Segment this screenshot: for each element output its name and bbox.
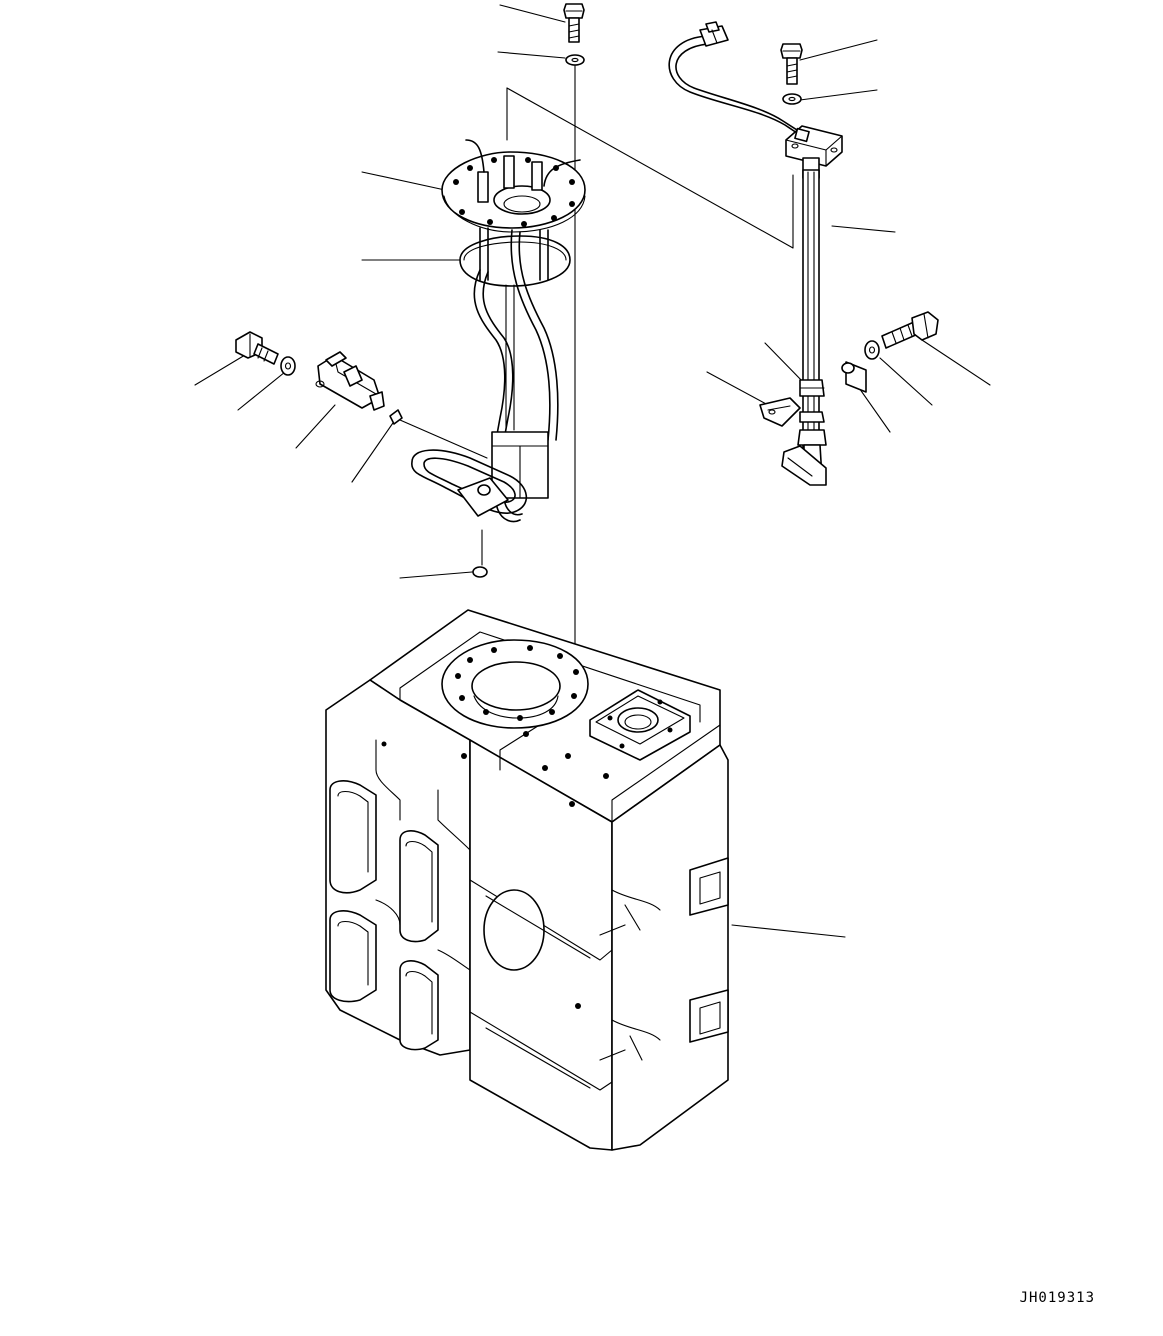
leader-lines <box>194 4 991 938</box>
sender-bolt <box>780 43 803 85</box>
o-ring <box>472 566 488 578</box>
side-bracket <box>841 361 867 393</box>
fuel-level-sender <box>781 125 843 486</box>
left-bolt <box>235 331 279 365</box>
sender-washer <box>782 93 802 105</box>
leader-line <box>799 39 878 61</box>
wire-harness <box>668 21 801 136</box>
leader-line <box>351 419 396 483</box>
top-bolt <box>563 3 585 43</box>
leader-line <box>879 357 933 406</box>
pump-flange <box>441 139 586 233</box>
leader-line <box>399 571 473 579</box>
leader-line <box>764 342 807 386</box>
drawing-id-label: JH019313 <box>1019 1290 1095 1306</box>
fuel-pickup-assembly <box>411 227 559 523</box>
leader-line <box>237 371 286 411</box>
leader-line <box>194 354 246 386</box>
guide-line <box>506 87 794 249</box>
leader-line <box>361 171 446 191</box>
left-washer <box>280 356 296 376</box>
leader-line <box>499 4 566 23</box>
side-bolt <box>881 311 939 349</box>
assembly-guide-lines <box>399 61 794 666</box>
top-washer <box>565 54 585 66</box>
connector-icon <box>699 21 729 47</box>
leader-line <box>831 225 896 233</box>
leader-line <box>921 339 991 386</box>
sensor-gasket <box>389 409 403 425</box>
fuel-tank <box>325 609 729 1151</box>
leader-line <box>731 924 846 938</box>
leader-line <box>497 51 566 59</box>
fuel-sensor <box>315 351 385 411</box>
leader-line <box>706 371 769 406</box>
guide-line <box>399 419 488 459</box>
leader-line <box>799 89 878 101</box>
side-washer <box>864 340 880 360</box>
leader-line <box>295 404 336 449</box>
sender-clamp <box>759 397 801 427</box>
